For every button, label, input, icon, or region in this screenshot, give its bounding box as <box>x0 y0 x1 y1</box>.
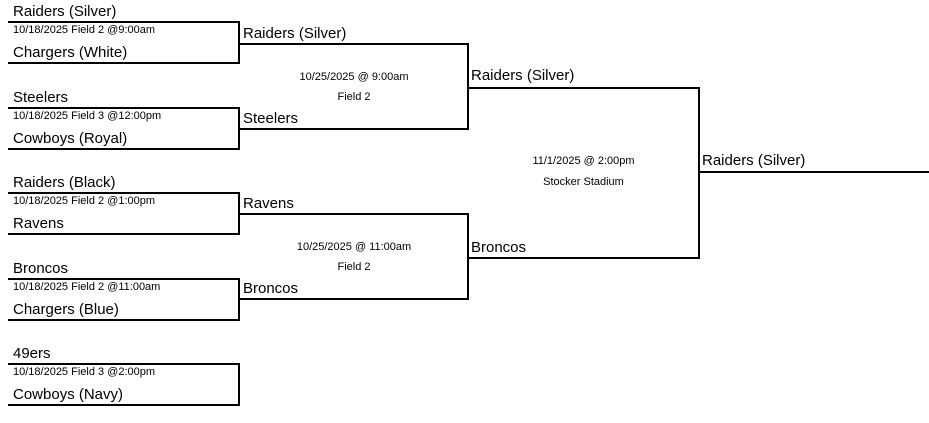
champion-line <box>698 171 929 173</box>
r1-match4-top-line <box>8 278 240 280</box>
r1-match3-bottom-line <box>8 233 240 235</box>
r1-match5-bottom-line <box>8 404 240 406</box>
r1-match4-team-bottom: Chargers (Blue) <box>13 301 119 318</box>
r1-match4-bottom-line <box>8 319 240 321</box>
r1-match5-team-bottom: Cowboys (Navy) <box>13 386 124 403</box>
sf2-team-top: Ravens <box>243 195 294 212</box>
r1-match5-details: 10/18/2025 Field 3 @2:00pm <box>13 366 156 378</box>
r1-match2-team-bottom: Cowboys (Royal) <box>13 130 128 147</box>
r1-match1-details: 10/18/2025 Field 2 @9:00am <box>13 24 156 36</box>
r1-match4-team-top: Broncos <box>13 260 69 277</box>
sf2-location: Field 2 <box>337 261 371 273</box>
r1-match1-bottom-line <box>8 62 240 64</box>
sf1-top-line <box>239 43 469 45</box>
final-top-line <box>467 87 700 89</box>
champion-name: Raiders (Silver) <box>702 152 806 169</box>
final-team-top: Raiders (Silver) <box>471 67 575 84</box>
sf1-right-line <box>467 43 469 130</box>
sf1-team-top: Raiders (Silver) <box>243 25 347 42</box>
sf2-bottom-line <box>239 298 469 300</box>
r1-match3-team-bottom: Ravens <box>13 215 64 232</box>
r1-match3-top-line <box>8 192 240 194</box>
sf1-location: Field 2 <box>337 91 371 103</box>
r1-match4-details: 10/18/2025 Field 2 @11:00am <box>13 281 161 293</box>
sf2-top-line <box>239 213 469 215</box>
final-location: Stocker Stadium <box>543 176 624 188</box>
r1-match3-team-top: Raiders (Black) <box>13 174 116 191</box>
r1-match3-details: 10/18/2025 Field 2 @1:00pm <box>13 195 156 207</box>
r1-match1-team-bottom: Chargers (White) <box>13 44 128 61</box>
r1-match2-top-line <box>8 107 240 109</box>
r1-match5-top-line <box>8 363 240 365</box>
r1-match2-team-top: Steelers <box>13 89 69 106</box>
r1-match1-team-top: Raiders (Silver) <box>13 3 117 20</box>
sf1-datetime: 10/25/2025 @ 9:00am <box>299 71 409 83</box>
r1-match5-right-line <box>238 363 240 406</box>
final-right-line <box>698 87 700 259</box>
r1-match2-bottom-line <box>8 148 240 150</box>
sf2-datetime: 10/25/2025 @ 11:00am <box>296 241 412 253</box>
r1-match2-details: 10/18/2025 Field 3 @12:00pm <box>13 110 162 122</box>
r1-match1-right-line <box>238 21 240 64</box>
final-team-bottom: Broncos <box>471 239 527 256</box>
r1-match1-top-line <box>8 21 240 23</box>
sf2-team-bottom: Broncos <box>243 280 299 297</box>
final-bottom-line <box>467 257 700 259</box>
sf1-team-bottom: Steelers <box>243 110 299 127</box>
sf2-right-line <box>467 213 469 300</box>
final-datetime: 11/1/2025 @ 2:00pm <box>532 155 635 167</box>
sf1-bottom-line <box>239 128 469 130</box>
r1-match5-team-top: 49ers <box>13 345 51 362</box>
